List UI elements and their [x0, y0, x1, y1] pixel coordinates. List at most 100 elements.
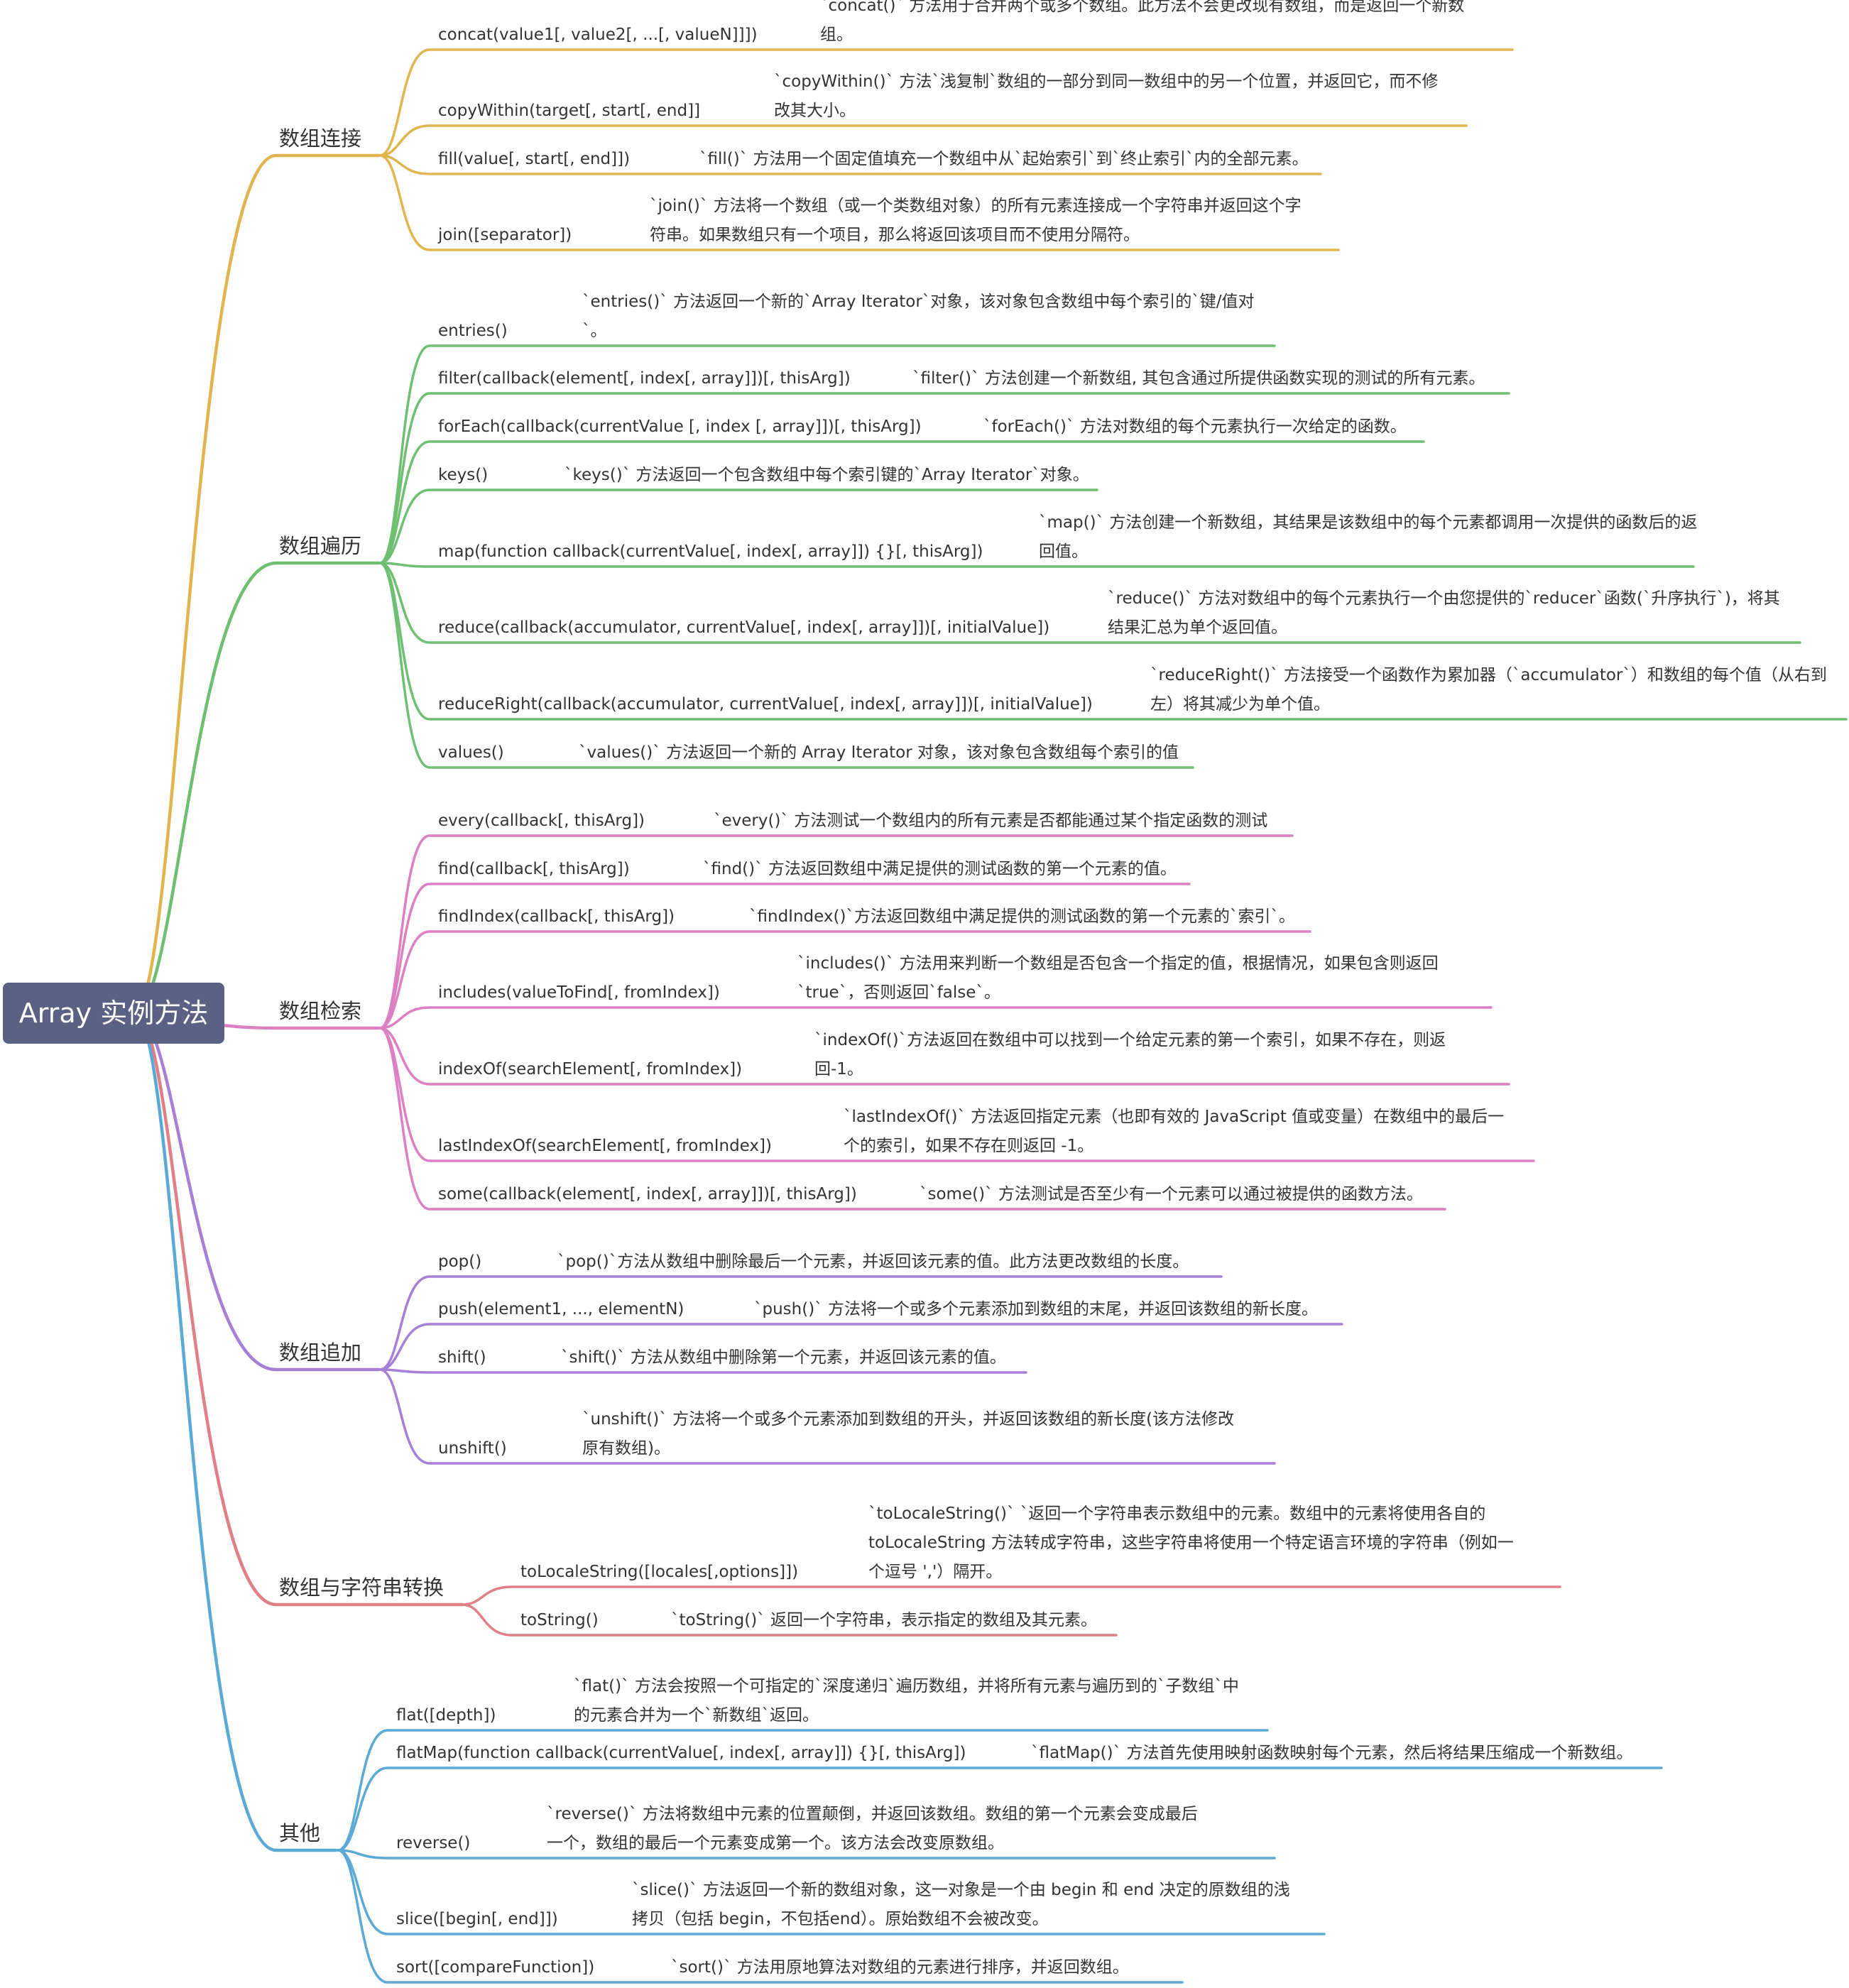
method-node[interactable]: includes(valueToFind[, fromIndex]) `inclu… [438, 954, 1439, 1002]
method-label: map(function callback(currentValue[, ind… [438, 542, 983, 561]
method-node[interactable]: keys()`keys()` 方法返回一个包含数组中每个索引键的`Array I… [438, 466, 1089, 484]
item-connector [378, 1275, 1223, 1371]
method-node[interactable]: entries()`entries()` 方法返回一个新的`Array Iter… [438, 293, 1255, 340]
method-description: `indexOf()`方法返回在数组中可以找到一个给定元素的第一个索引，如果不存… [814, 1031, 1446, 1049]
item-connector [378, 124, 1468, 157]
branch-node[interactable]: 数组追加 [279, 1340, 361, 1365]
method-label: copyWithin(target[, start[, end]] [438, 102, 700, 120]
method-node[interactable]: shift()`shift()` 方法从数组中删除第一个元素，并返回该元素的值。 [438, 1348, 1006, 1367]
method-node[interactable]: toLocaleString([locales[,options]])`toLo… [520, 1504, 1514, 1581]
method-description: `lastIndexOf()` 方法返回指定元素（也即有效的 JavaScrip… [844, 1108, 1504, 1126]
method-label: reduce(callback(accumulator, currentValu… [438, 618, 1049, 637]
method-node[interactable]: toString()`toString()` 返回一个字符串，表示指定的数组及其… [520, 1611, 1097, 1629]
method-node[interactable]: forEach(callback(currentValue [, index [… [438, 417, 1407, 436]
method-label: findIndex(callback[, thisArg]) [438, 907, 675, 926]
branch-node[interactable]: 数组与字符串转换 [279, 1575, 444, 1600]
method-description: `every()` 方法测试一个数组内的所有元素是否都能通过某个指定函数的测试 [714, 812, 1267, 830]
method-node[interactable]: every(callback[, thisArg])`every()` 方法测试… [438, 812, 1267, 830]
method-description: `reverse()` 方法将数组中元素的位置颠倒，并返回该数组。数组的第一个元… [547, 1805, 1198, 1823]
method-description: `reduceRight()` 方法接受一个函数作为累加器（`accumulat… [1150, 666, 1827, 684]
item-connector [378, 1323, 1343, 1371]
method-node[interactable]: push(element1, ..., elementN)`push()` 方法… [438, 1300, 1318, 1318]
root-node[interactable]: Array 实例方法 [3, 983, 224, 1044]
method-node[interactable]: map(function callback(currentValue[, ind… [438, 513, 1697, 561]
method-description: `find()` 方法返回数组中满足提供的测试函数的第一个元素的值。 [703, 860, 1177, 878]
method-node[interactable]: sort([compareFunction]) `sort()` 方法用原地算法对… [396, 1958, 1129, 1977]
method-label: sort([compareFunction]) [396, 1958, 594, 1977]
method-node[interactable]: copyWithin(target[, start[, end]]`copyWi… [438, 72, 1438, 120]
item-connector [378, 154, 1322, 175]
method-node[interactable]: values() `values()` 方法返回一个新的 Array Iterat… [438, 743, 1179, 762]
method-label: flatMap(function callback(currentValue[,… [396, 1744, 966, 1762]
method-label: reduceRight(callback(accumulator, curren… [438, 695, 1093, 714]
item-connector [337, 1849, 1184, 1984]
item-connector [378, 48, 1514, 157]
method-description: `includes()` 方法用来判断一个数组是否包含一个指定的值，根据情况，如… [797, 954, 1439, 973]
method-description: 符串。如果数组只有一个项目，那么将返回该项目而不使用分隔符。 [650, 226, 1140, 244]
item-connector [461, 1603, 1118, 1637]
method-description: `flatMap()` 方法首先使用映射函数映射每个元素，然后将结果压缩成一个新… [1031, 1744, 1632, 1762]
item-connector [378, 883, 1191, 1030]
method-node[interactable]: reduce(callback(accumulator, currentValu… [438, 589, 1780, 637]
method-node[interactable]: lastIndexOf(searchElement[, fromIndex])`… [438, 1108, 1504, 1155]
method-node[interactable]: reduceRight(callback(accumulator, curren… [438, 666, 1827, 714]
method-description: `fill()` 方法用一个固定值填充一个数组中从`起始索引`到`终止索引`内的… [699, 150, 1309, 168]
method-description: `filter()` 方法创建一个新数组, 其包含通过所提供函数实现的测试的所有… [912, 369, 1485, 388]
method-description: `push()` 方法将一个或多个元素添加到数组的末尾，并返回该数组的新长度。 [754, 1300, 1318, 1318]
method-description: `some()` 方法测试是否至少有一个元素可以通过被提供的函数方法。 [920, 1185, 1423, 1203]
method-label: filter(callback(element[, index[, array]… [438, 369, 851, 388]
method-label: slice([begin[, end]]) [396, 1910, 558, 1928]
method-node[interactable]: filter(callback(element[, index[, array]… [438, 369, 1485, 388]
item-connector [378, 392, 1510, 564]
item-connector [378, 1006, 1493, 1030]
item-connector [378, 1368, 1027, 1374]
method-label: values() [438, 743, 504, 762]
method-label: forEach(callback(currentValue [, index [… [438, 417, 922, 436]
method-description: `sort()` 方法用原地算法对数组的元素进行排序，并返回数组。 [671, 1958, 1129, 1977]
item-connector [337, 1766, 1663, 1852]
method-description: `forEach()` 方法对数组的每个元素执行一次给定的函数。 [983, 417, 1407, 436]
method-node[interactable]: flatMap(function callback(currentValue[,… [396, 1744, 1632, 1762]
branch-node[interactable]: 数组遍历 [279, 534, 361, 558]
method-node[interactable]: find(callback[, thisArg]) `find()` 方法返回数组… [438, 860, 1177, 878]
method-description: `。 [582, 322, 607, 340]
branch-node[interactable]: 其他 [279, 1821, 320, 1845]
method-node[interactable]: unshift()`unshift()` 方法将一个或多个元素添加到数组的开头，… [438, 1410, 1234, 1458]
branch-node[interactable]: 数组连接 [279, 126, 361, 151]
method-description: 的元素合并为一个`新数组`返回。 [574, 1706, 819, 1725]
item-connector [461, 1585, 1561, 1606]
root-node-box [3, 983, 224, 1044]
method-label: indexOf(searchElement[, fromIndex]) [438, 1060, 742, 1078]
item-connector [378, 562, 1695, 568]
method-description: 原有数组)。 [582, 1439, 670, 1458]
method-node[interactable]: flat([depth])`flat()` 方法会按照一个可指定的`深度递归`遍… [396, 1677, 1239, 1725]
branch-label: 其他 [279, 1821, 320, 1845]
method-label: fill(value[, start[, end]]) [438, 150, 630, 168]
method-label: toLocaleString([locales[,options]]) [520, 1563, 798, 1581]
method-node[interactable]: findIndex(callback[, thisArg])`findIndex… [438, 907, 1295, 926]
method-label: entries() [438, 322, 508, 340]
method-node[interactable]: indexOf(searchElement[, fromIndex]) `inde… [438, 1031, 1446, 1078]
method-description: 一个，数组的最后一个元素变成第一个。该方法会改变原数组。 [547, 1834, 1004, 1852]
method-node[interactable]: some(callback(element[, index[, array]])… [438, 1185, 1423, 1203]
method-node[interactable]: fill(value[, start[, end]]) `fill()` 方法用一… [438, 150, 1309, 168]
method-description: `pop()`方法从数组中删除最后一个元素，并返回该元素的值。此方法更改数组的长… [557, 1252, 1189, 1271]
method-description: 拷贝（包括 begin，不包括end）。原始数组不会被改变。 [632, 1910, 1048, 1928]
method-description: `values()` 方法返回一个新的 Array Iterator 对象，该对… [579, 743, 1179, 762]
branch-node[interactable]: 数组检索 [279, 999, 361, 1023]
method-node[interactable]: concat(value1[, value2[, ...[, valueN]]]… [438, 0, 1464, 44]
branch-label: 数组与字符串转换 [279, 1575, 444, 1600]
method-node[interactable]: join([separator])`join()` 方法将一个数组（或一个类数组… [437, 197, 1302, 244]
method-description: `map()` 方法创建一个新数组，其结果是该数组中的每个元素都调用一次提供的函… [1039, 513, 1697, 532]
method-label: find(callback[, thisArg]) [438, 860, 630, 878]
method-node[interactable]: slice([begin[, end]])`slice()` 方法返回一个新的数… [396, 1881, 1290, 1928]
method-description: `join()` 方法将一个数组（或一个类数组对象）的所有元素连接成一个字符串并… [650, 197, 1302, 215]
method-label: reverse() [396, 1834, 470, 1852]
method-node[interactable]: reverse() `reverse()` 方法将数组中元素的位置颠倒，并返回该数… [396, 1805, 1198, 1852]
method-label: flat([depth]) [396, 1706, 496, 1725]
method-label: some(callback(element[, index[, array]])… [438, 1185, 857, 1203]
method-description: 个的索引，如果不存在则返回 -1。 [844, 1137, 1093, 1155]
method-description: 回-1。 [814, 1060, 863, 1078]
method-node[interactable]: pop()`pop()`方法从数组中删除最后一个元素，并返回该元素的值。此方法更… [438, 1252, 1189, 1271]
method-label: includes(valueToFind[, fromIndex]) [438, 983, 720, 1002]
